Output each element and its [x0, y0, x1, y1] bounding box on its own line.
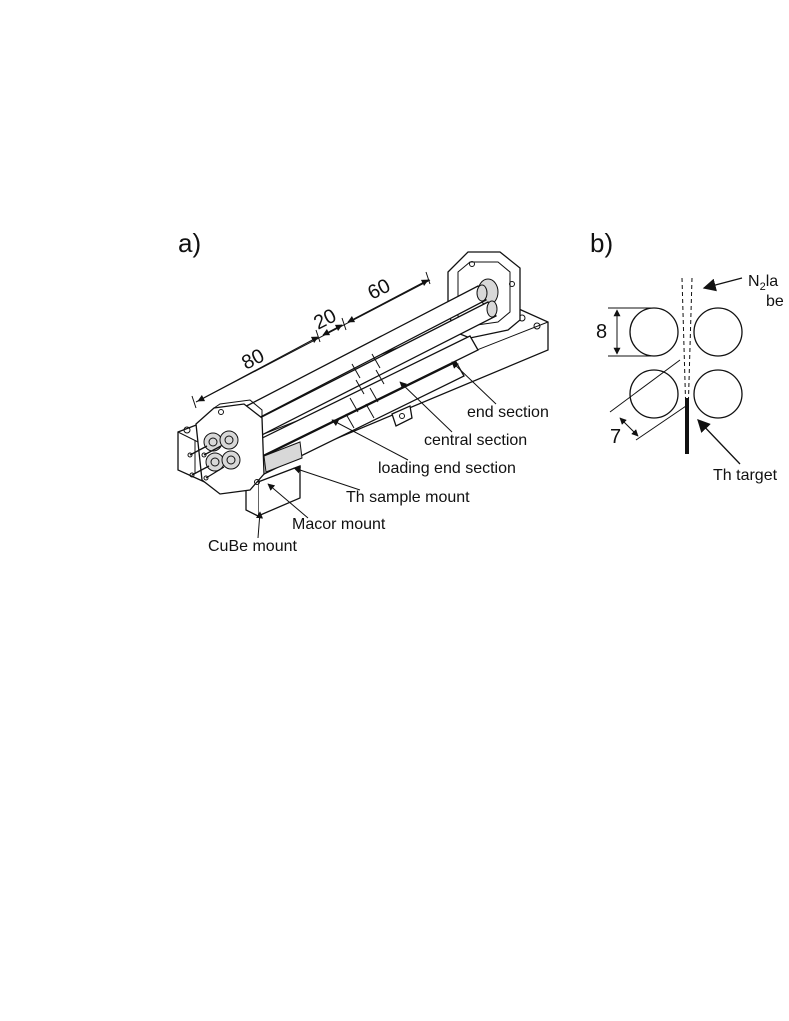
- dimension-80: 80: [238, 345, 268, 375]
- dimension-7: 7: [610, 426, 621, 448]
- electrode-upper-right: [693, 307, 743, 357]
- laser-label: N2la: [748, 273, 778, 293]
- dimension-7-marker: [609, 359, 687, 441]
- dimension-20: 20: [310, 305, 340, 335]
- electrode-lower-right: [693, 369, 743, 419]
- front-end-plate: [187, 399, 303, 495]
- label-cube-mount: CuBe mount: [208, 538, 297, 555]
- mounting-tab: [391, 405, 413, 427]
- laser-label-line2: be: [766, 293, 784, 310]
- label-macor-mount: Macor mount: [292, 516, 386, 533]
- panel-a-label: a): [178, 228, 201, 258]
- laser-beam: [681, 277, 693, 417]
- panel-b: b) 8 7 N2la be: [590, 228, 784, 484]
- panel-b-label: b): [590, 228, 613, 258]
- label-loading-end-section: loading end section: [378, 460, 516, 477]
- dimension-8: 8: [596, 321, 607, 343]
- rod-feedthroughs: [187, 430, 241, 481]
- label-central-section: central section: [424, 432, 527, 449]
- target-label: Th target: [713, 467, 778, 484]
- th-target: [685, 398, 689, 454]
- label-end-section: end section: [467, 404, 549, 421]
- electrode-lower-left: [629, 369, 679, 419]
- panel-a: a): [177, 228, 549, 555]
- label-th-sample-mount: Th sample mount: [346, 489, 470, 506]
- electrode-upper-left: [629, 307, 679, 357]
- dimension-8-marker: [608, 307, 654, 357]
- label-leaders: [256, 361, 497, 539]
